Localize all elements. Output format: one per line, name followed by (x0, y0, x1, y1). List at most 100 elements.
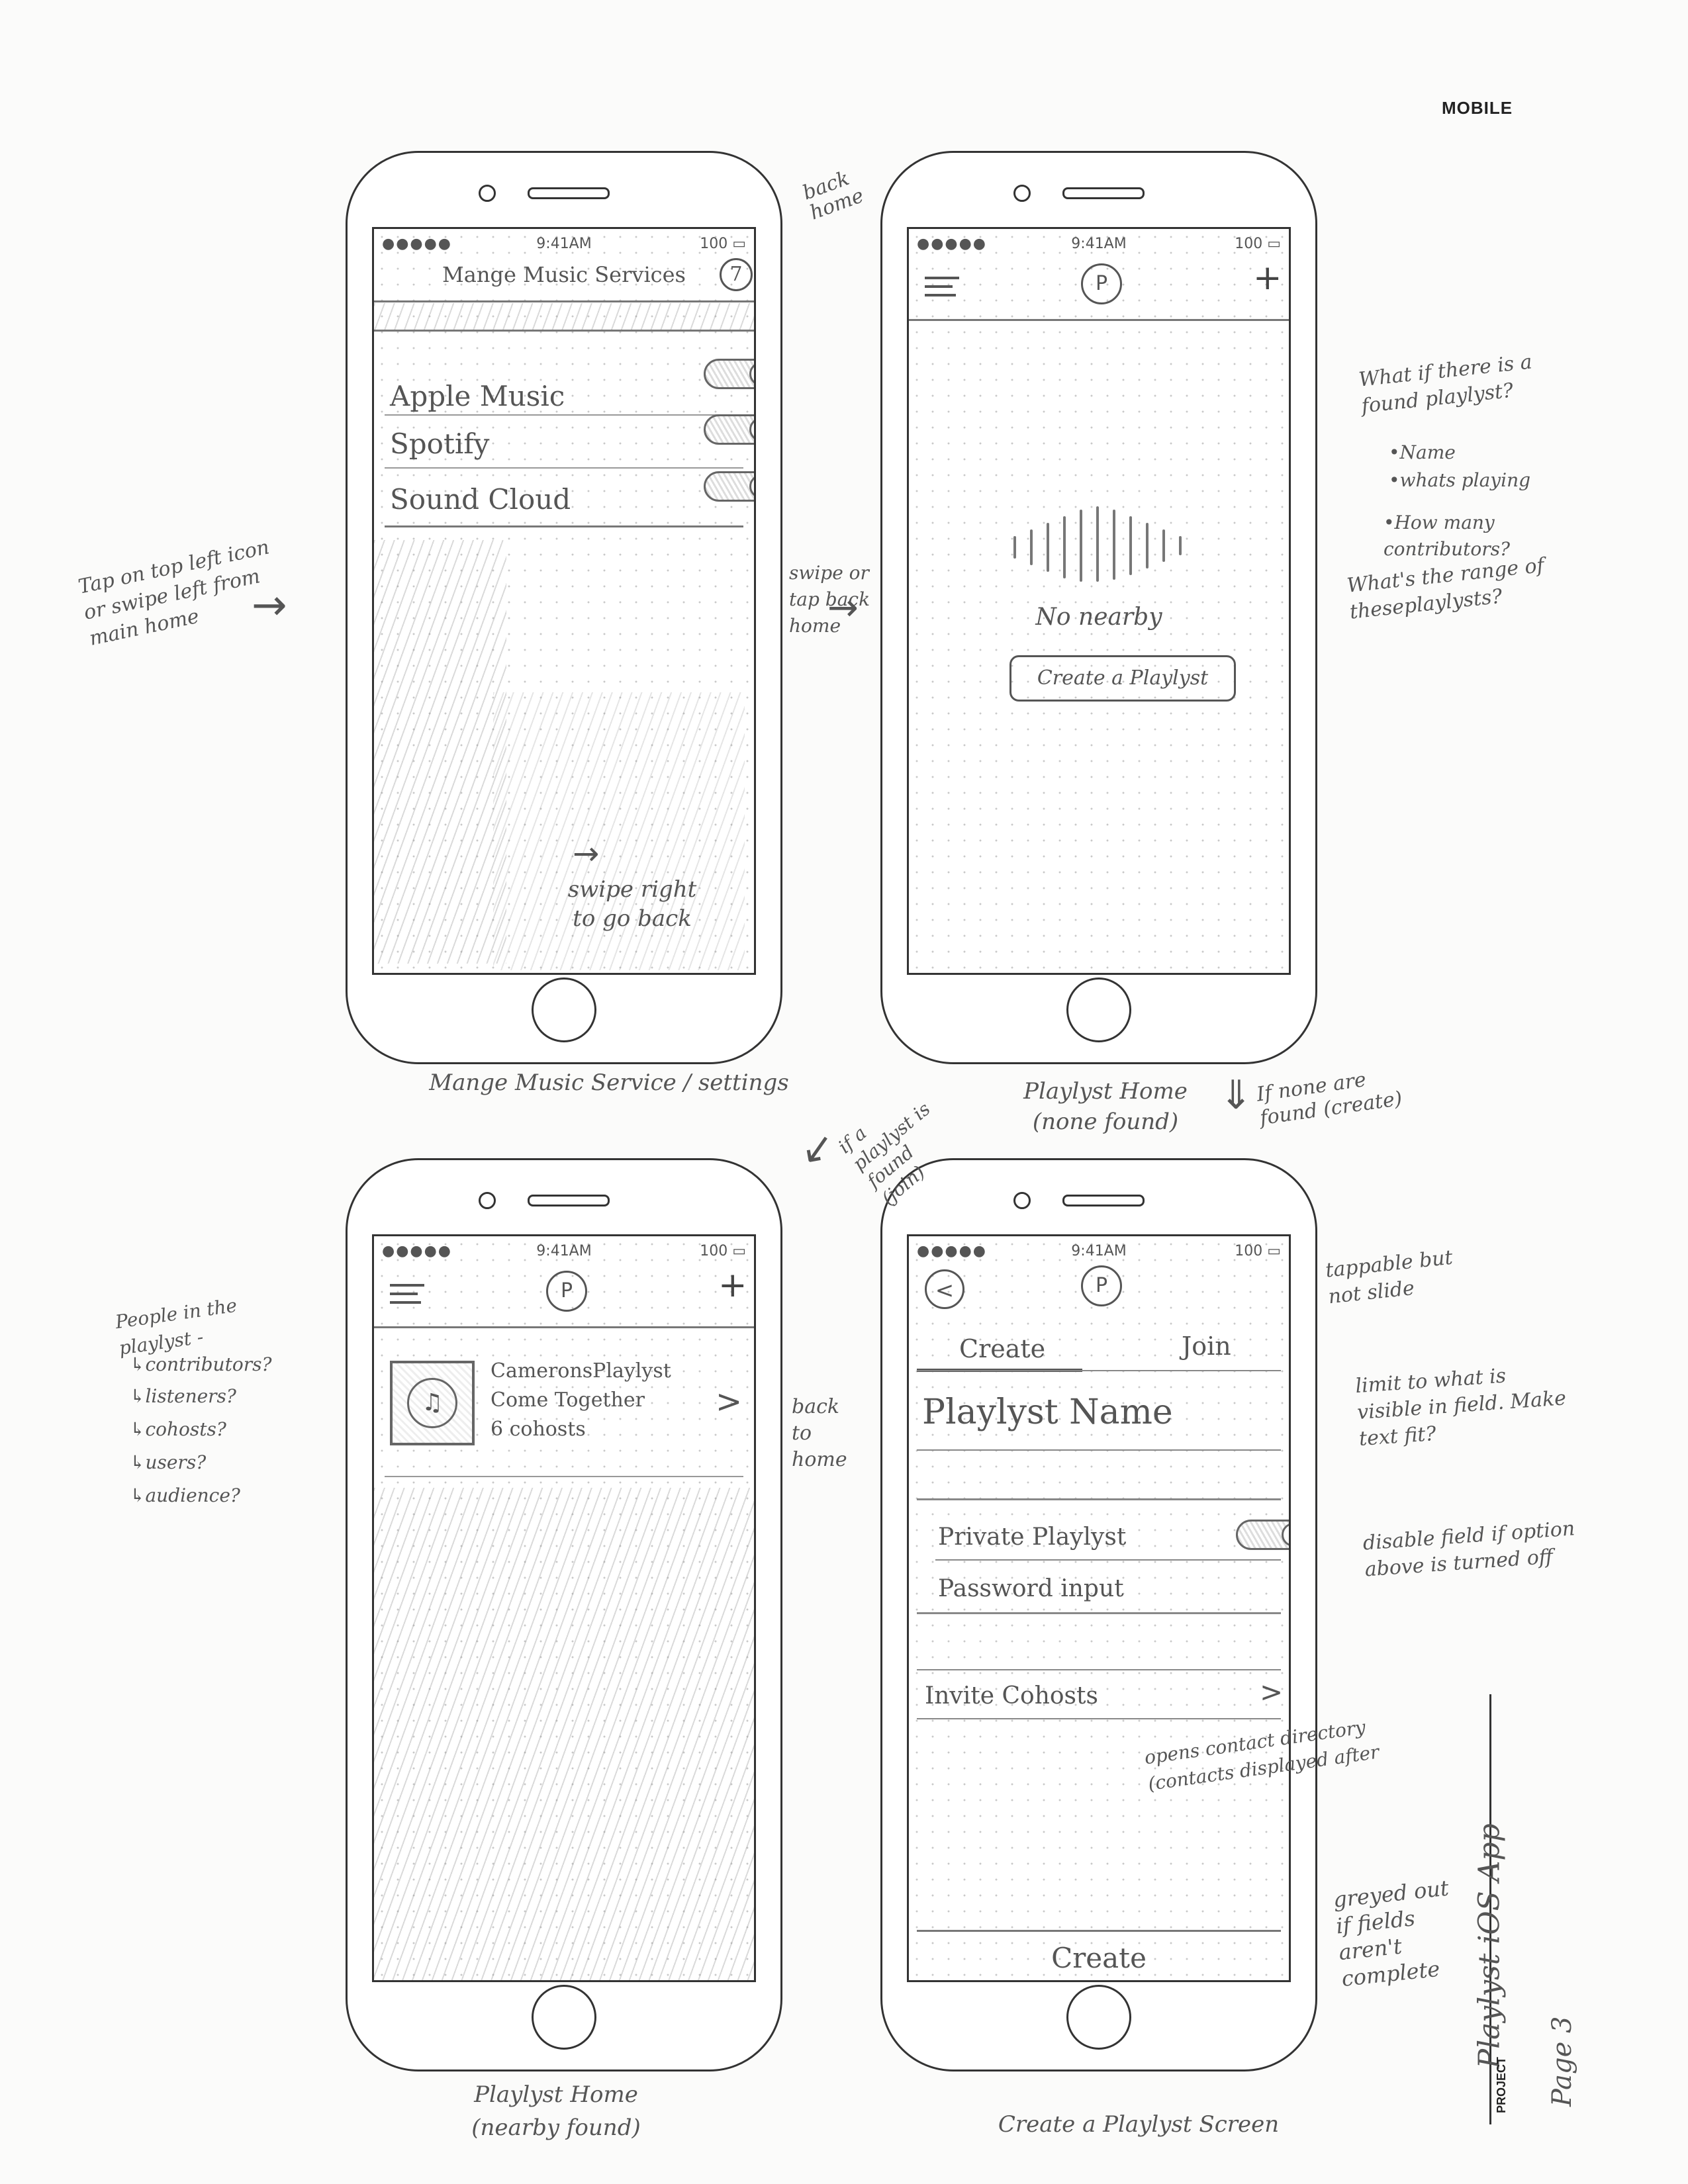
note-disable-field: disable field if option above is turned … (1362, 1517, 1576, 1582)
phone-home-found: ●●●●● 9:41AM 100 ▭ P + ♫ CameronsPlaylys… (346, 1158, 782, 2071)
toggle-private-playlyst[interactable] (1236, 1520, 1289, 1550)
playlist-row[interactable]: ♫ CameronsPlaylyst Come Together 6 cohos… (385, 1354, 743, 1460)
menu-icon[interactable] (390, 1284, 424, 1304)
caption-manage-services: Mange Music Service / settings (429, 1069, 789, 1096)
home-button[interactable] (532, 978, 596, 1042)
empty-state-text: No nearby (1035, 604, 1162, 631)
note-bullet-contributors: •How many contributors? (1383, 512, 1510, 560)
battery-level: 100 ▭ (1235, 236, 1281, 252)
home-button[interactable] (532, 1985, 596, 2050)
chevron-right-icon: > (1260, 1676, 1284, 1708)
playlyst-name-field[interactable]: Playlyst Name (922, 1392, 1173, 1432)
app-logo-icon: P (1081, 263, 1122, 304)
service-label-spotify: Spotify (390, 428, 490, 460)
note-swipe-or-tap: swipe or tap back home (789, 562, 870, 637)
create-button[interactable]: Create (1051, 1942, 1147, 1974)
battery-level: 100 ▭ (1235, 1243, 1281, 1259)
searching-sound-icon (1002, 504, 1200, 584)
home-button[interactable] (1066, 1985, 1131, 2050)
note-people-option: ↳audience? (130, 1484, 240, 1506)
status-time: 9:41AM (536, 1243, 592, 1259)
add-icon[interactable]: + (1253, 258, 1282, 298)
shaded-area (374, 540, 506, 964)
add-icon[interactable]: + (718, 1265, 747, 1305)
signal-icon: ●●●●● (382, 1243, 452, 1259)
note-people-option: ↳users? (130, 1451, 207, 1473)
speaker-icon (528, 1195, 610, 1206)
battery-level: 100 ▭ (700, 236, 746, 252)
home-button[interactable] (1066, 978, 1131, 1042)
status-bar: ●●●●● 9:41AM 100 ▭ (382, 236, 746, 255)
arrow-right-icon: → (252, 581, 287, 630)
password-input[interactable]: Password input (938, 1575, 1124, 1602)
screen-home-found: ●●●●● 9:41AM 100 ▭ P + ♫ CameronsPlaylys… (372, 1234, 756, 1982)
speaker-icon (1062, 187, 1145, 199)
note-people-option: ↳listeners? (130, 1385, 236, 1407)
status-time: 9:41AM (1071, 236, 1127, 252)
back-button[interactable]: < (925, 1269, 964, 1309)
invite-cohosts-row[interactable]: Invite Cohosts (925, 1682, 1098, 1709)
back-home-button[interactable]: 7 (720, 258, 753, 291)
camera-icon (479, 1192, 496, 1209)
caption-home-found: Playlyst Home (nearby found) (471, 2081, 641, 2141)
chevron-right-icon: > (716, 1383, 743, 1420)
note-back-to-home: back to home (792, 1395, 847, 1471)
page-number: Page 3 (1547, 2016, 1577, 2107)
playlist-cohosts: 6 cohosts (491, 1418, 586, 1441)
speaker-icon (1062, 1195, 1145, 1206)
toggle-soundcloud[interactable] (704, 471, 754, 502)
note-greyed-out: greyed out if fields aren't complete (1332, 1875, 1450, 1992)
camera-icon (1013, 185, 1031, 202)
phone-home-none: ●●●●● 9:41AM 100 ▭ P + No (880, 151, 1317, 1064)
shaded-area (374, 1488, 754, 1980)
signal-icon: ●●●●● (917, 1243, 987, 1259)
signal-icon: ●●●●● (382, 236, 452, 252)
tab-join[interactable]: Join (1182, 1332, 1231, 1361)
swipe-note: swipe right to go back (567, 876, 697, 932)
status-bar: ●●●●● 9:41AM 100 ▭ (382, 1243, 746, 1263)
playlist-artwork: ♫ (390, 1361, 475, 1445)
note-limit-visible: limit to what is visible in field. Make … (1354, 1364, 1568, 1451)
tab-create[interactable]: Create (959, 1334, 1046, 1363)
note-if-none-create: If none are found (create) (1255, 1068, 1404, 1130)
note-bullet-playing: •whats playing (1389, 469, 1531, 491)
menu-icon[interactable] (925, 277, 959, 296)
project-title: Playlyst iOS App (1472, 1823, 1507, 2069)
status-bar: ●●●●● 9:41AM 100 ▭ (917, 236, 1281, 255)
arrow-right-icon: → (827, 586, 859, 629)
caption-home-none: Playlyst Home (none found) (1023, 1078, 1188, 1135)
status-time: 9:41AM (1071, 1243, 1127, 1259)
private-playlyst-label: Private Playlyst (938, 1524, 1127, 1551)
music-note-icon: ♫ (407, 1378, 457, 1428)
status-time: 9:41AM (536, 236, 592, 252)
app-logo-icon: P (1081, 1265, 1122, 1306)
swipe-arrow-icon: → (573, 835, 600, 872)
toggle-spotify[interactable] (704, 414, 754, 445)
note-what-if-found: What if there is a found playlyst? (1357, 350, 1534, 418)
speaker-icon (528, 187, 610, 199)
service-label-soundcloud: Sound Cloud (390, 483, 571, 516)
project-label: PROJECT (1495, 2056, 1509, 2114)
note-tappable: tappable but not slide (1324, 1246, 1454, 1309)
note-bullet-name: •Name (1389, 441, 1456, 463)
arrow-down-icon: ⇓ (1219, 1072, 1253, 1118)
arrow-down-left-icon: ↙ (797, 1122, 838, 1174)
create-playlyst-button[interactable]: Create a Playlyst (1009, 655, 1236, 702)
screen-home-none: ●●●●● 9:41AM 100 ▭ P + No (907, 227, 1291, 975)
note-people-in-playlyst: People in the playlyst - (114, 1294, 239, 1359)
signal-icon: ●●●●● (917, 236, 987, 252)
camera-icon (1013, 1192, 1031, 1209)
battery-level: 100 ▭ (700, 1243, 746, 1259)
playlist-song: Come Together (491, 1388, 645, 1412)
toggle-apple-music[interactable] (704, 359, 754, 389)
project-divider (1489, 1694, 1491, 2124)
status-bar: ●●●●● 9:41AM 100 ▭ (917, 1243, 1281, 1263)
phone-create-playlyst: ●●●●● 9:41AM 100 ▭ < P Create Join Playl… (880, 1158, 1317, 2071)
note-people-option: ↳contributors? (130, 1353, 272, 1375)
caption-create-playlyst: Create a Playlyst Screen (998, 2111, 1280, 2138)
note-back-home: back home (799, 166, 867, 225)
camera-icon (479, 185, 496, 202)
screen-manage-services: ●●●●● 9:41AM 100 ▭ Mange Music Services … (372, 227, 756, 975)
playlist-name: CameronsPlaylyst (491, 1359, 671, 1383)
note-people-option: ↳cohosts? (130, 1418, 226, 1440)
